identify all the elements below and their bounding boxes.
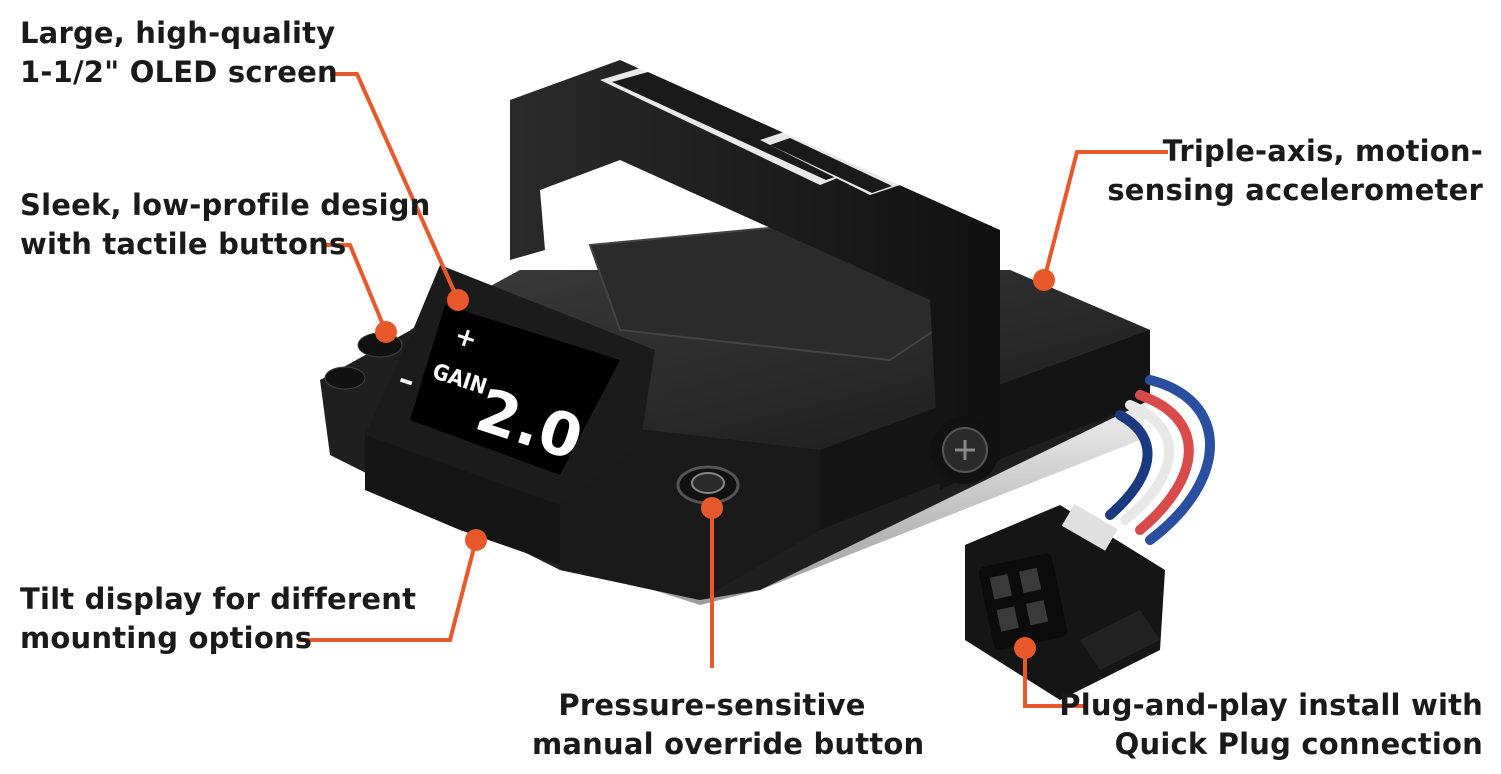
callout-accelerometer: Triple-axis, motion- sensing acceleromet… (1107, 132, 1483, 210)
quick-plug-connector (965, 504, 1165, 700)
callout-plug-and-play: Plug-and-play install with Quick Plug co… (1059, 686, 1483, 764)
callout-tilt-line2: mounting options (20, 621, 313, 655)
bracket-bolt (931, 416, 999, 484)
dot-low-profile (375, 321, 397, 343)
leader-plug (1023, 648, 1087, 708)
callout-override-line1: Pressure-sensitive (558, 688, 866, 722)
override-button (676, 465, 740, 505)
callout-tilt-display: Tilt display for different mounting opti… (20, 580, 416, 658)
callout-accelerometer-line2: sensing accelerometer (1107, 173, 1483, 207)
callout-plug-line1: Plug-and-play install with (1059, 688, 1483, 722)
oled-screen (410, 305, 620, 475)
dot-accelerometer (1033, 269, 1055, 291)
callout-plug-line2: Quick Plug connection (1114, 727, 1483, 761)
callout-dots (375, 269, 1055, 659)
callout-override-button: Pressure-sensitive manual override butto… (532, 686, 925, 764)
callout-tilt-line1: Tilt display for different (20, 582, 417, 616)
callout-leaders (298, 72, 1168, 708)
leader-accelerometer (1042, 150, 1168, 281)
callout-override-line2: manual override button (532, 727, 925, 761)
leader-tilt (298, 539, 478, 642)
callout-oled-line1: Large, high-quality (20, 16, 336, 50)
callout-oled-screen: Large, high-quality 1-1/2" OLED screen (20, 14, 338, 92)
callout-oled-line2: 1-1/2" OLED screen (20, 55, 338, 89)
wire-harness (1105, 375, 1215, 545)
dot-tilt (465, 529, 487, 551)
leader-oled (330, 72, 460, 301)
dot-oled (447, 289, 469, 311)
callout-accelerometer-line1: Triple-axis, motion- (1162, 134, 1483, 168)
leader-low-profile (322, 243, 388, 333)
callout-low-profile-line2: with tactile buttons (20, 227, 347, 261)
dot-plug (1014, 637, 1036, 659)
dot-override (701, 497, 723, 519)
callout-low-profile-line1: Sleek, low-profile design (20, 188, 431, 222)
callout-low-profile: Sleek, low-profile design with tactile b… (20, 186, 431, 264)
